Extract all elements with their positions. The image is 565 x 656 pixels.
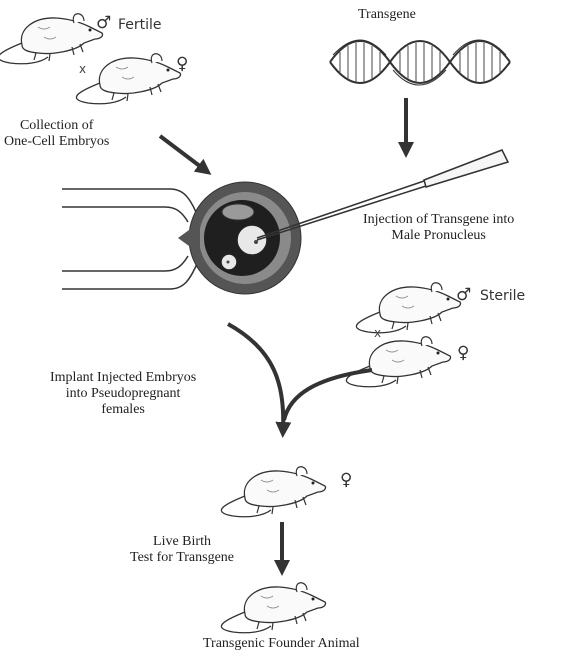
holding-pipette-icon bbox=[62, 189, 198, 289]
arrow-icon bbox=[160, 136, 205, 170]
mouse-icon bbox=[0, 14, 103, 64]
birth-label: Live Birth Test for Transgene bbox=[130, 534, 234, 566]
embryo-icon bbox=[178, 182, 301, 294]
injection-label: Injection of Transgene into Male Pronucl… bbox=[363, 212, 514, 244]
sterile-label: Sterile bbox=[480, 288, 525, 304]
female-symbol: ♀ bbox=[176, 54, 188, 74]
curved-arrow-icon bbox=[228, 324, 283, 430]
male-symbol: ♂ bbox=[456, 285, 471, 305]
implant-label: Implant Injected Embryos into Pseudopreg… bbox=[50, 370, 196, 418]
mouse-icon bbox=[76, 54, 180, 104]
mouse-icon bbox=[221, 467, 325, 517]
transgene-label: Transgene bbox=[358, 7, 416, 23]
female-symbol: ♀ bbox=[457, 343, 469, 363]
mouse-icon bbox=[221, 583, 325, 633]
cross-symbol: x bbox=[79, 62, 86, 76]
dna-helix-icon bbox=[330, 40, 510, 85]
cross-symbol: x bbox=[374, 326, 381, 340]
founder-label: Transgenic Founder Animal bbox=[203, 636, 360, 652]
collection-label: Collection of One-Cell Embryos bbox=[4, 118, 109, 150]
fertile-label: Fertile bbox=[118, 17, 162, 33]
male-symbol: ♂ bbox=[96, 13, 111, 33]
curved-arrow-icon bbox=[284, 370, 372, 420]
mouse-icon bbox=[356, 283, 460, 333]
female-symbol: ♀ bbox=[340, 470, 352, 490]
mouse-icon bbox=[346, 337, 450, 387]
